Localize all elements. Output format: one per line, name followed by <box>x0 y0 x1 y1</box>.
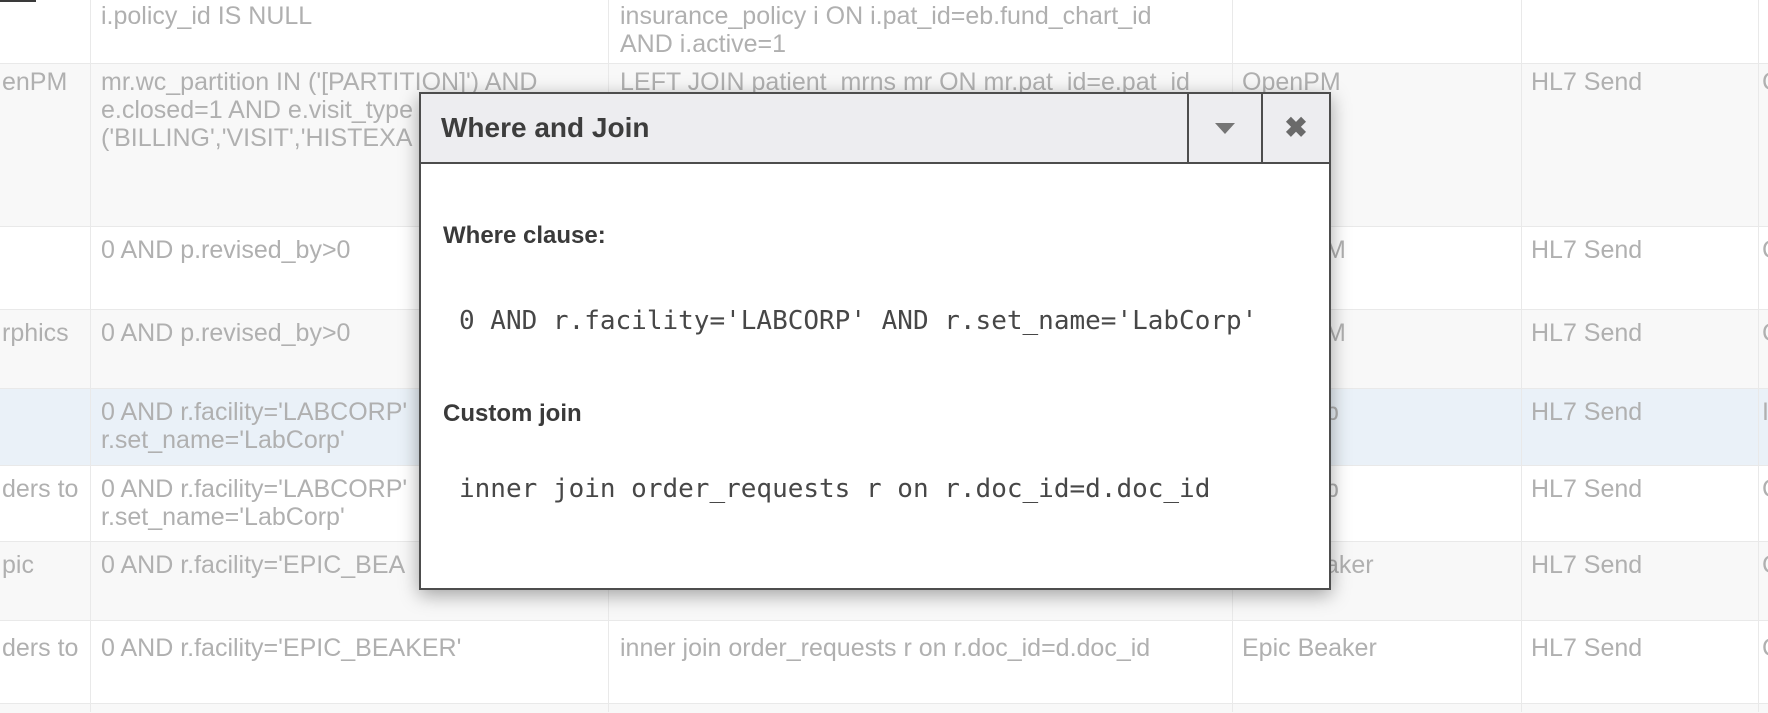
where-clause-cell: 0 AND r.facility='LABCORP' r.set_name='L… <box>101 475 408 531</box>
send-type-cell: HL7 Send <box>1531 319 1643 347</box>
column-divider <box>1758 0 1759 712</box>
join-clause-cell: insurance_policy i ON i.pat_id=eb.fund_c… <box>620 2 1152 58</box>
where-and-join-dialog: Where and Join ✖ Where clause: 0 AND r.f… <box>419 92 1331 590</box>
send-type-cell: HL7 Send <box>1531 475 1643 503</box>
send-type-cell: HL7 Send <box>1531 634 1643 662</box>
send-type-cell: HL7 Send <box>1531 551 1643 579</box>
where-clause-cell: 0 AND p.revised_by>0 <box>101 319 351 347</box>
clipped-cell-fragment: C <box>1758 64 1768 227</box>
source-system-cell: Epic Beaker <box>1242 634 1377 662</box>
table-row[interactable] <box>0 703 1768 713</box>
where-clause-label: Where clause: <box>443 222 606 249</box>
where-clause-value: 0 AND r.facility='LABCORP' AND r.set_nam… <box>459 306 1258 336</box>
clipped-cell-fragment: C <box>1758 310 1768 389</box>
where-clause-cell: 0 AND r.facility='EPIC_BEAKER' <box>101 634 462 662</box>
clipped-cell-fragment: C <box>1758 542 1768 621</box>
table-row[interactable]: i.policy_id IS NULL insurance_policy i O… <box>0 0 1768 63</box>
join-clause-cell: LEFT JOIN patient_mrns mr ON mr.pat_id=e… <box>620 68 1190 96</box>
source-system-cell: OpenPM <box>1242 68 1341 96</box>
interface-name-cell: ders to <box>2 634 79 662</box>
dialog-header[interactable]: Where and Join ✖ <box>421 94 1329 164</box>
table-row[interactable]: ders to 0 AND r.facility='EPIC_BEAKER' i… <box>0 620 1768 704</box>
where-clause-cell: 0 AND p.revised_by>0 <box>101 236 351 264</box>
dialog-title: Where and Join <box>441 112 650 143</box>
source-system-fragment: M <box>1325 319 1346 347</box>
clipped-cell-fragment: I <box>1762 398 1768 426</box>
chevron-down-icon <box>1215 122 1235 134</box>
column-divider <box>1521 0 1522 712</box>
close-button[interactable]: ✖ <box>1261 94 1329 162</box>
source-system-fragment: aker <box>1325 551 1374 579</box>
where-clause-cell: mr.wc_partition IN ('[PARTITION]') AND e… <box>101 68 538 152</box>
interface-name-cell: enPM <box>2 68 68 96</box>
source-system-fragment: M <box>1325 236 1346 264</box>
dialog-body: Where clause: 0 AND r.facility='LABCORP'… <box>421 164 1329 588</box>
clipped-cell-fragment: C <box>1758 466 1768 542</box>
clipped-content-fragment <box>0 0 36 2</box>
clipped-cell-fragment: C <box>1758 227 1768 310</box>
interface-name-cell: rphics <box>2 319 69 347</box>
clipped-cell-fragment: C <box>1758 621 1768 704</box>
where-clause-cell: 0 AND r.facility='EPIC_BEA <box>101 551 406 579</box>
send-type-cell: HL7 Send <box>1531 68 1643 96</box>
column-divider <box>90 0 91 712</box>
send-type-cell: HL7 Send <box>1531 236 1643 264</box>
join-clause-cell: inner join order_requests r on r.doc_id=… <box>620 634 1151 662</box>
where-clause-cell: i.policy_id IS NULL <box>101 2 313 30</box>
interface-name-cell: pic <box>2 551 34 579</box>
custom-join-label: Custom join <box>443 400 582 427</box>
source-system-fragment: p <box>1325 475 1339 503</box>
where-clause-cell: 0 AND r.facility='LABCORP' r.set_name='L… <box>101 398 408 454</box>
source-system-fragment: p <box>1325 398 1339 426</box>
send-type-cell: HL7 Send <box>1531 398 1643 426</box>
minimize-button[interactable] <box>1187 94 1261 162</box>
interface-name-cell: ders to <box>2 475 79 503</box>
custom-join-value: inner join order_requests r on r.doc_id=… <box>459 474 1211 504</box>
close-icon: ✖ <box>1284 112 1308 143</box>
